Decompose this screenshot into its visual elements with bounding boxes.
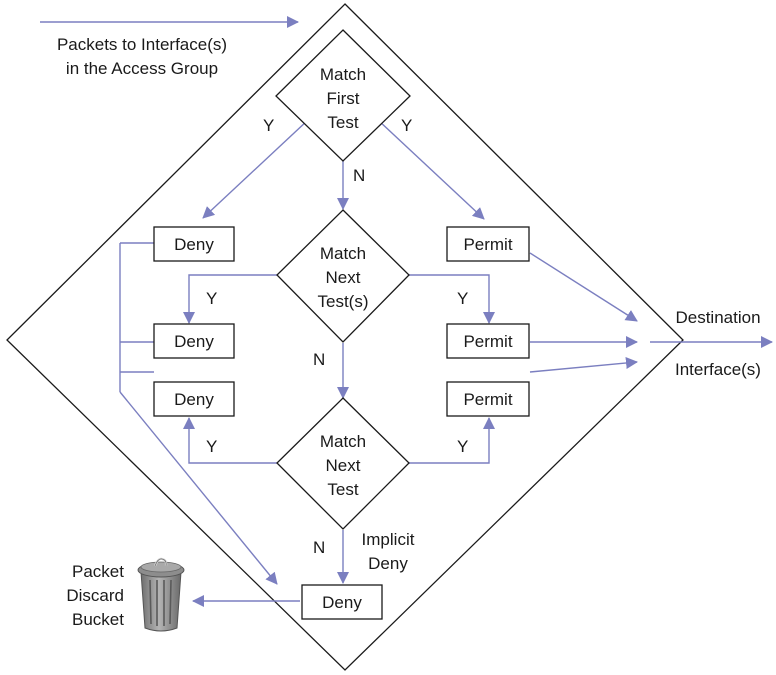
decision-first-line-2: First (326, 89, 359, 108)
next1-yes-right-label: Y (457, 289, 468, 308)
access-group-frame (6, 3, 684, 671)
first-yes-left-label: Y (263, 116, 274, 135)
permit-box-2: Permit (446, 323, 530, 359)
implicit-label-line-2: Deny (368, 554, 408, 573)
decision-next-tests: Match Next Test(s) (276, 209, 410, 343)
deny-box-2: Deny (153, 323, 235, 359)
deny-label-3: Deny (174, 390, 214, 409)
deny-label-1: Deny (174, 235, 214, 254)
destination-label-bottom: Interface(s) (675, 360, 761, 379)
decision-next-test: Match Next Test (276, 397, 410, 530)
next1-yes-deny-arrow (183, 274, 277, 324)
decision-next2-line-1: Match (320, 432, 366, 451)
input-label-line-2: in the Access Group (66, 59, 218, 78)
next2-yes-left-label: Y (206, 437, 217, 456)
implicit-label-line-1: Implicit (362, 530, 415, 549)
input-label-line-1: Packets to Interface(s) (57, 35, 227, 54)
first-no-label: N (353, 166, 365, 185)
next1-no-label: N (313, 350, 325, 369)
decision-first-test: Match First Test (275, 29, 411, 162)
decision-next1-line-1: Match (320, 244, 366, 263)
decision-first-line-3: Test (327, 113, 358, 132)
next2-yes-right-label: Y (457, 437, 468, 456)
decision-next2-line-3: Test (327, 480, 358, 499)
decision-next2-line-2: Next (326, 456, 361, 475)
first-yes-permit-arrow (377, 119, 485, 220)
permit1-to-destination-arrow (529, 252, 638, 322)
flow-arrows (40, 16, 773, 607)
destination-label-top: Destination (675, 308, 760, 327)
next2-yes-permit-arrow (409, 417, 495, 464)
bucket-label-line-3: Bucket (72, 610, 124, 629)
permit3-to-destination-arrow (529, 357, 638, 373)
next1-yes-left-label: Y (206, 289, 217, 308)
deny-box-3: Deny (153, 381, 235, 417)
trash-can-icon (137, 557, 185, 632)
permit-label-2: Permit (463, 332, 512, 351)
bucket-label-line-1: Packet (72, 562, 124, 581)
permit-label-1: Permit (463, 235, 512, 254)
decision-next1-line-3: Test(s) (318, 292, 369, 311)
deny-to-final-arrow (119, 391, 278, 585)
decision-next1-line-2: Next (326, 268, 361, 287)
permit-label-3: Permit (463, 390, 512, 409)
decision-first-line-1: Match (320, 65, 366, 84)
deny-box-1: Deny (153, 226, 235, 262)
next1-yes-permit-arrow (409, 274, 495, 324)
deny-label-2: Deny (174, 332, 214, 351)
permit-box-1: Permit (446, 226, 530, 262)
next2-no-label: N (313, 538, 325, 557)
permit-box-3: Permit (446, 381, 530, 417)
first-yes-right-label: Y (401, 116, 412, 135)
deny-label-final: Deny (322, 593, 362, 612)
next2-yes-deny-arrow (183, 417, 277, 464)
deny-box-final: Deny (301, 584, 383, 620)
first-yes-deny-arrow (202, 119, 309, 219)
bucket-label-line-2: Discard (66, 586, 124, 605)
